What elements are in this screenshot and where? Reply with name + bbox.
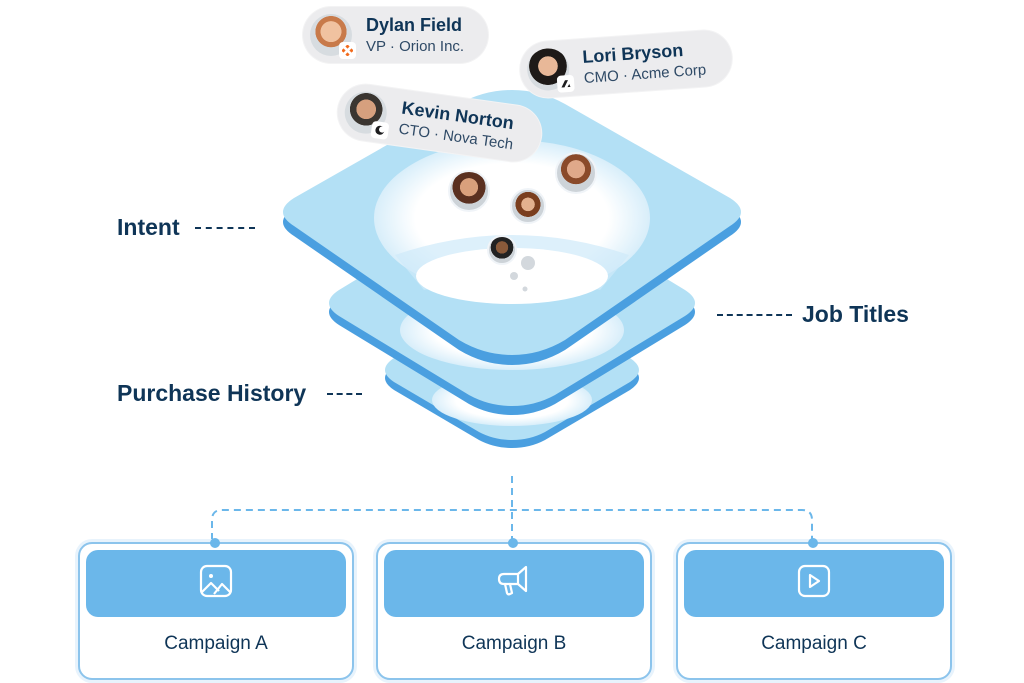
campaign-card-a[interactable]: Campaign A [78,538,354,680]
nova-logo-icon [370,120,390,140]
campaign-card-b[interactable]: Campaign B [376,538,652,680]
avatar-man-2 [487,235,517,265]
bubble [510,272,518,280]
avatar-man-1 [555,152,597,194]
connector-dot [210,538,220,548]
campaign-label: Campaign B [461,633,567,654]
avatar [310,14,356,59]
job-titles-leader-line [717,314,792,316]
bubble [522,286,528,292]
acme-logo-icon [556,74,575,93]
avatar [342,88,390,140]
profile-name: Dylan Field [366,15,463,36]
layer-intent [283,90,741,365]
layer-label-intent: Intent [117,214,180,240]
purchase-history-leader-line [327,393,362,395]
orion-logo-icon [339,42,356,59]
profile-card-lori-bryson: Lori Bryson CMO · Acme Corp [518,28,734,100]
campaign-connectors [211,476,813,540]
connector-dot [808,538,818,548]
video-play-icon [797,564,831,603]
layer-label-job-titles: Job Titles [802,301,909,327]
profile-card-dylan-field: Dylan Field VP · Orion Inc. [303,7,488,63]
campaign-label: Campaign C [761,633,867,654]
megaphone-icon [496,564,532,603]
campaign-banner [684,550,944,617]
image-icon [199,564,233,603]
layer-label-purchase-history: Purchase History [117,380,307,406]
campaign-banner [86,550,346,617]
avatar-woman-1 [448,170,490,212]
profile-card-kevin-norton: Kevin Norton CTO · Nova Tech [334,81,545,165]
avatar [525,47,575,93]
campaign-label: Campaign A [164,633,268,654]
profile-title: VP · Orion Inc. [366,37,465,55]
connector-dot [508,538,518,548]
bubble [521,256,535,270]
campaign-card-c[interactable]: Campaign C [676,538,952,680]
campaign-banner [384,550,644,617]
avatar-woman-2 [510,188,546,224]
intent-leader-line [195,227,255,229]
